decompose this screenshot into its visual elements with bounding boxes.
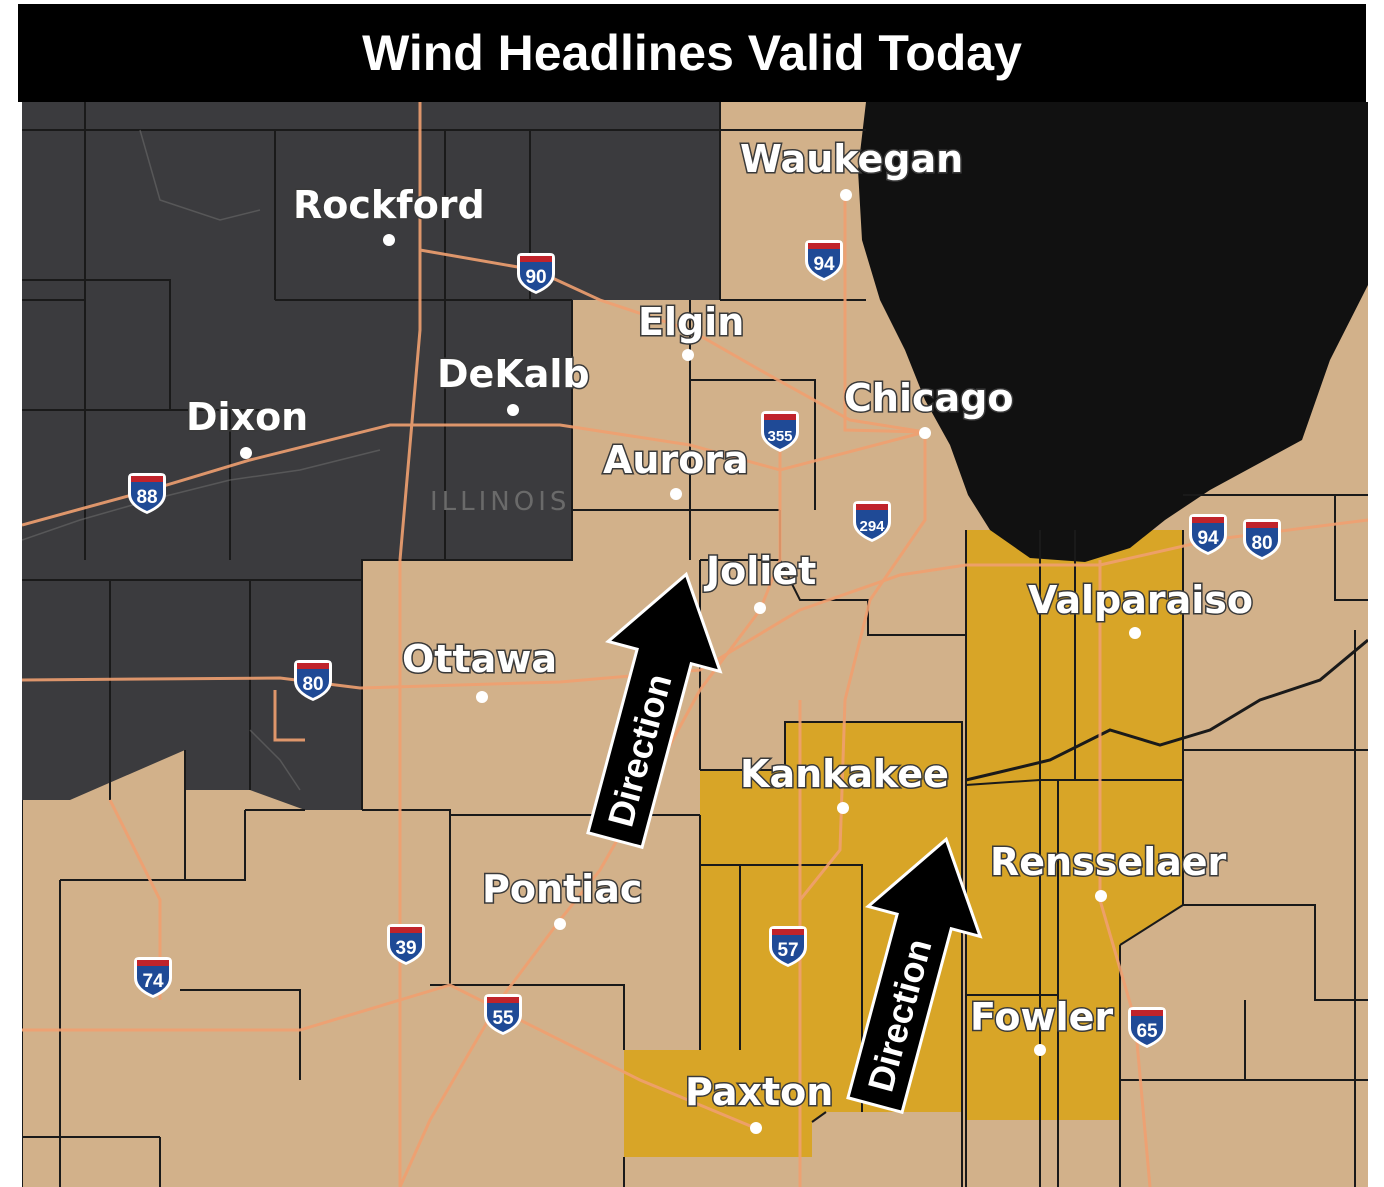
city-dot-valparaiso xyxy=(1129,627,1141,639)
rivers xyxy=(22,129,381,791)
lake-michigan xyxy=(858,102,1368,562)
city-dot-rockford xyxy=(383,234,395,246)
svg-text:94: 94 xyxy=(813,254,835,275)
i39-shield: 39 xyxy=(387,924,425,965)
city-dot-dixon xyxy=(240,447,252,459)
highways xyxy=(22,102,1368,1187)
interstate-shields: 90 94 355 88 294 94 80 80 39 74 57 55 65 xyxy=(128,240,1281,1048)
city-dot-pontiac xyxy=(554,918,566,930)
i294-shield: 294 xyxy=(853,501,891,542)
svg-text:55: 55 xyxy=(492,1008,514,1029)
i65-shield: 65 xyxy=(1128,1007,1166,1048)
i80-west-shield: 80 xyxy=(294,660,332,701)
city-label-kankakee: Kankakee xyxy=(740,752,949,796)
svg-text:80: 80 xyxy=(302,674,323,695)
i74-shield: 74 xyxy=(134,957,172,998)
city-label-waukegan: Waukegan xyxy=(740,137,963,181)
city-dot-waukegan xyxy=(840,189,852,201)
city-label-chicago: Chicago xyxy=(844,376,1013,420)
city-dot-ottawa xyxy=(476,691,488,703)
city-labels: Waukegan Rockford Elgin DeKalb Chicago D… xyxy=(185,136,1255,1116)
city-label-elgin: Elgin xyxy=(638,300,744,344)
city-label-paxton: Paxton xyxy=(685,1070,833,1114)
city-dot-aurora xyxy=(670,488,682,500)
i90-shield: 90 xyxy=(517,253,555,294)
svg-text:88: 88 xyxy=(136,487,157,508)
city-label-rockford: Rockford xyxy=(293,183,485,227)
i55-shield: 55 xyxy=(484,994,522,1035)
state-label: ILLINOIS xyxy=(430,487,570,517)
svg-text:39: 39 xyxy=(395,938,416,959)
city-dot-kankakee xyxy=(837,802,849,814)
city-label-dixon: Dixon xyxy=(186,395,308,439)
city-dots xyxy=(240,189,1141,1134)
city-label-rensselaer: Rensselaer xyxy=(990,840,1227,884)
wind-headline-map: ILLINOIS Waukegan Rockford Elgin DeKalb … xyxy=(22,102,1368,1187)
svg-text:74: 74 xyxy=(142,971,164,992)
map-title: Wind Headlines Valid Today xyxy=(362,25,1022,81)
svg-text:355: 355 xyxy=(767,428,792,445)
city-label-ottawa: Ottawa xyxy=(402,637,557,681)
i88-shield: 88 xyxy=(128,473,166,514)
svg-text:94: 94 xyxy=(1197,528,1219,549)
state-border xyxy=(965,638,1368,782)
high-wind-warning-east xyxy=(966,530,1183,1120)
city-dot-elgin xyxy=(682,349,694,361)
city-dot-rensselaer xyxy=(1095,890,1107,902)
title-bar: Wind Headlines Valid Today xyxy=(18,4,1366,102)
city-label-fowler: Fowler xyxy=(970,995,1113,1039)
svg-text:80: 80 xyxy=(1251,533,1272,554)
i80-east-shield: 80 xyxy=(1243,519,1281,560)
city-label-pontiac: Pontiac xyxy=(482,867,642,911)
city-dot-joliet xyxy=(754,602,766,614)
svg-text:90: 90 xyxy=(525,267,546,288)
i94-north-shield: 94 xyxy=(805,240,843,281)
svg-text:65: 65 xyxy=(1136,1021,1158,1042)
city-label-joliet: Joliet xyxy=(703,549,816,593)
city-label-valparaiso: Valparaiso xyxy=(1028,578,1253,622)
city-dot-dekalb xyxy=(507,404,519,416)
city-dot-paxton xyxy=(750,1122,762,1134)
city-label-dekalb: DeKalb xyxy=(437,352,590,396)
i355-shield: 355 xyxy=(761,411,799,452)
city-dot-chicago xyxy=(919,427,931,439)
city-dot-fowler xyxy=(1034,1044,1046,1056)
svg-text:57: 57 xyxy=(777,940,798,961)
county-borders xyxy=(22,102,1368,1187)
city-label-aurora: Aurora xyxy=(603,438,749,482)
i57-shield: 57 xyxy=(769,926,807,967)
svg-text:294: 294 xyxy=(859,518,885,535)
i94-east-shield: 94 xyxy=(1189,514,1227,555)
